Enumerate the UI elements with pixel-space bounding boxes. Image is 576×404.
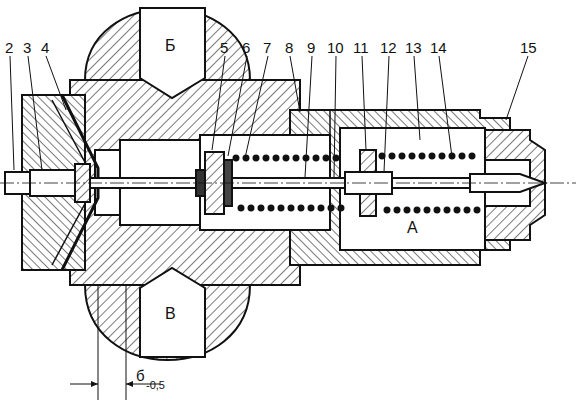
spring-coil [338, 205, 343, 210]
callout-number: 14 [430, 40, 447, 55]
port-letter: А [405, 220, 420, 236]
spring-coil [253, 155, 258, 160]
callout-number: 15 [520, 40, 537, 55]
spring-coil [258, 205, 263, 210]
port-letter: Б [163, 38, 178, 54]
spring-coil [273, 155, 278, 160]
spring-coil [323, 155, 328, 160]
spring-coil [474, 207, 479, 212]
spring-coil [293, 155, 298, 160]
spring-coil [414, 207, 419, 212]
callout-number: 11 [353, 40, 369, 55]
callout-number: 10 [327, 40, 344, 55]
callout-number: 3 [23, 40, 31, 55]
dimension-text: -0,5 [146, 380, 165, 391]
callout-number: 9 [307, 40, 315, 55]
spring-coil [444, 207, 449, 212]
callout-number: 13 [405, 40, 422, 55]
spring-coil [434, 207, 439, 212]
spring-coil [298, 205, 303, 210]
spring-coil [424, 207, 429, 212]
callout-number: 6 [242, 40, 250, 55]
spring-coil [328, 205, 333, 210]
spring-coil [399, 153, 404, 158]
spring-coil [283, 155, 288, 160]
callout-number: 8 [285, 40, 293, 55]
callout-number: 7 [263, 40, 271, 55]
spring-coil [464, 207, 469, 212]
callout-number: 5 [220, 40, 228, 55]
spring-coil [268, 205, 273, 210]
spring-coil [439, 153, 444, 158]
spring-coil [248, 205, 253, 210]
spring-coil [379, 153, 384, 158]
spring-coil [233, 155, 238, 160]
spring-coil [313, 155, 318, 160]
callout-number: 2 [5, 40, 13, 55]
spring-coil [384, 207, 389, 212]
spring-coil [429, 153, 434, 158]
spring-coil [394, 207, 399, 212]
spring-coil [318, 205, 323, 210]
spring-coil [454, 207, 459, 212]
spring-coil [238, 205, 243, 210]
port-letter: В [163, 306, 178, 322]
spring-coil [419, 153, 424, 158]
spring-coil [308, 205, 313, 210]
spring-coil [243, 155, 248, 160]
spring-coil [278, 205, 283, 210]
spring-coil [288, 205, 293, 210]
spring-coil [409, 153, 414, 158]
callout-number: 4 [41, 40, 49, 55]
spring-coil [469, 153, 474, 158]
spring-coil [389, 153, 394, 158]
spring-coil [459, 153, 464, 158]
dimension-text: б [136, 368, 145, 383]
spring-coil [404, 207, 409, 212]
spring-coil [263, 155, 268, 160]
callout-number: 12 [380, 40, 397, 55]
